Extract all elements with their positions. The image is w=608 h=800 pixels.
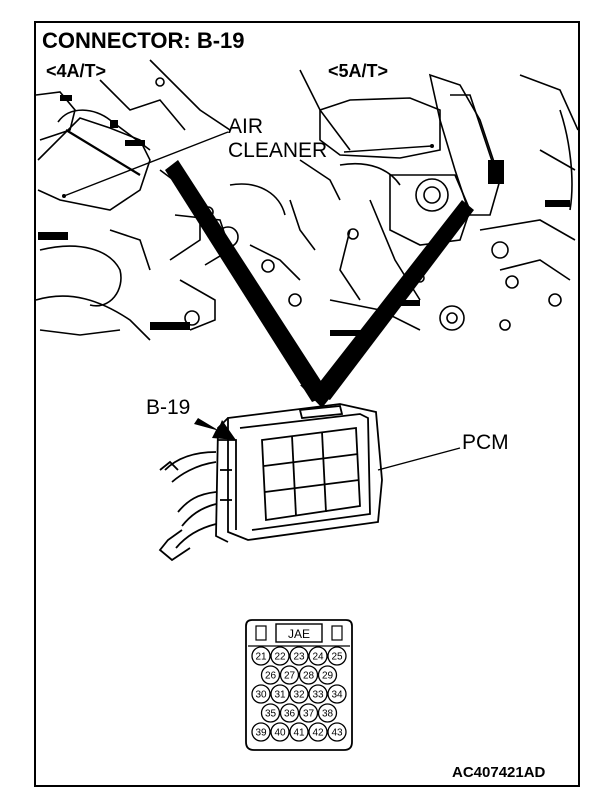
connector-pin	[327, 722, 347, 742]
connector-pin-number: 39	[255, 728, 267, 739]
connector-pin	[289, 646, 309, 666]
connector-pin	[260, 665, 281, 685]
pcm-leader-line	[377, 447, 461, 471]
connector-pin	[279, 703, 300, 723]
b19-callout-arrow	[194, 418, 236, 440]
engine-bay-right-shading	[330, 160, 570, 336]
pcm-module	[215, 403, 383, 543]
connector-pin-number: 25	[331, 652, 343, 663]
connector-pin-number: 28	[303, 671, 315, 682]
figure-code: AC407421AD	[452, 764, 546, 781]
connector-pin	[317, 665, 338, 685]
connector-pin	[298, 665, 319, 685]
page-title: CONNECTOR: B-19	[42, 28, 245, 53]
connector-maker-label: JAE	[288, 627, 310, 641]
engine-bay-left-shading	[38, 95, 190, 330]
connector-pin	[270, 646, 290, 666]
figure-frame	[34, 21, 580, 787]
connector-pin	[251, 722, 271, 742]
connector-pin-number: 29	[322, 671, 334, 682]
connector-pin	[251, 646, 271, 666]
connector-pin	[260, 703, 281, 723]
connector-pin-number: 27	[284, 671, 296, 682]
variant-label-5at: <5A/T>	[328, 61, 389, 81]
variant-label-4at: <4A/T>	[46, 61, 107, 81]
air-cleaner-label-line2: CLEANER	[228, 139, 328, 162]
connector-pin	[317, 703, 338, 723]
connector-pin-number: 22	[274, 652, 286, 663]
connector-pin	[251, 684, 271, 704]
location-arrow-left	[165, 160, 330, 402]
air-cleaner-leader-right	[343, 145, 433, 153]
location-arrow-right	[312, 200, 474, 400]
connector-pin	[308, 646, 328, 666]
connector-pin-number: 38	[322, 709, 334, 720]
connector-pin	[298, 703, 319, 723]
connector-pin-number: 32	[293, 690, 305, 701]
connector-pin	[270, 684, 290, 704]
connector-pin-number: 40	[274, 728, 286, 739]
air-cleaner-leader-left	[63, 131, 229, 197]
air-cleaner-label-line1: AIR	[228, 115, 264, 138]
connector-pin-number: 41	[293, 728, 305, 739]
connector-pin	[289, 684, 309, 704]
connector-pin-number: 42	[312, 728, 324, 739]
connector-pin	[270, 722, 290, 742]
connector-pin-number: 36	[284, 709, 296, 720]
connector-pin	[308, 684, 328, 704]
connector-pin-number: 23	[293, 652, 305, 663]
connector-pin-number: 43	[331, 728, 343, 739]
connector-callout-label: B-19	[146, 396, 191, 419]
connector-pin-number: 24	[312, 652, 324, 663]
connector-pin-number: 30	[255, 690, 267, 701]
connector-pin-number: 26	[265, 671, 277, 682]
connector-pin-number: 37	[303, 709, 315, 720]
pcm-label: PCM	[462, 431, 509, 454]
connector-pin-array: 21 22 23 24 25 26 27 28 29 30 31 32 33 34 35 36 37 38 39 40…	[251, 646, 347, 742]
connector-pin	[308, 722, 328, 742]
connector-pin-number: 31	[274, 690, 286, 701]
connector-pin	[289, 722, 309, 742]
engine-bay-right-drawing	[299, 73, 579, 331]
connector-pin-number: 33	[312, 690, 324, 701]
connector-pin	[327, 646, 347, 666]
connector-pin	[279, 665, 300, 685]
pcm-harness	[158, 451, 217, 562]
connector-pin-number: 34	[331, 690, 343, 701]
connector-pin-number: 21	[255, 652, 267, 663]
connector-pin-number: 35	[265, 709, 277, 720]
connector-pin	[327, 684, 347, 704]
